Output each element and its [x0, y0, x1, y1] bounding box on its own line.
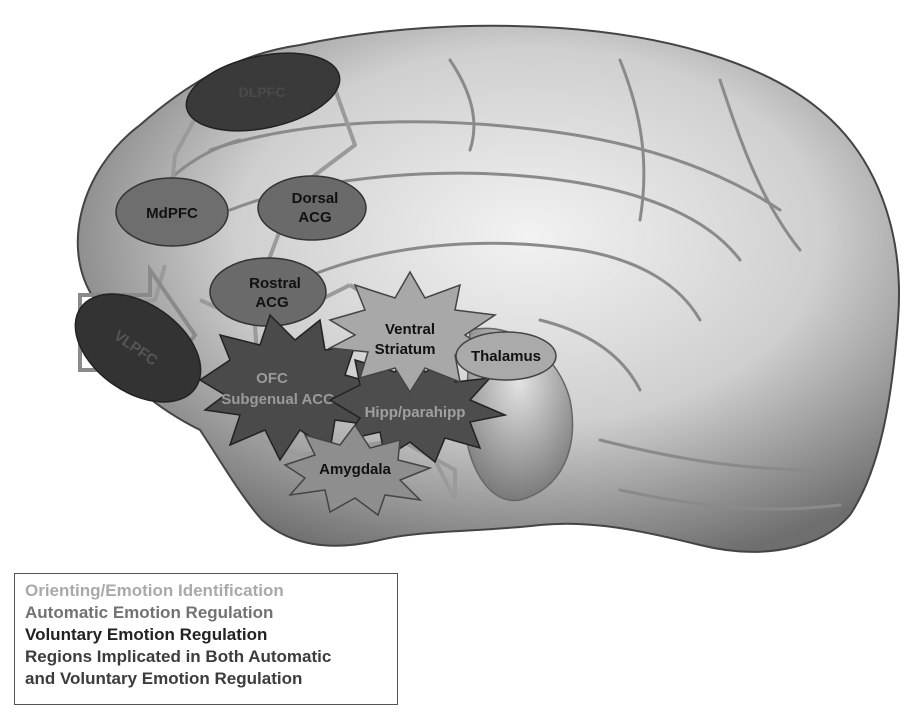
label-subgenual-acg: Subgenual ACG — [221, 391, 335, 408]
label-rostral-acg-2: ACG — [255, 294, 288, 311]
region-vlpfc — [74, 293, 202, 403]
label-dorsal-acg-1: Dorsal — [292, 190, 339, 207]
label-ventral-striatum-1: Ventral — [385, 321, 435, 338]
region-dlpfc — [185, 52, 341, 132]
legend-voluntary: Voluntary Emotion Regulation — [25, 625, 268, 644]
region-rostral-acg — [209, 257, 327, 327]
label-ventral-striatum-2: Striatum — [375, 341, 436, 358]
region-mdpfc — [115, 177, 229, 247]
legend: Orienting/Emotion Identification Automat… — [14, 573, 398, 705]
label-rostral-acg-1: Rostral — [249, 275, 301, 292]
gyri-folds — [148, 58, 842, 511]
region-thalamus — [455, 331, 557, 381]
label-dlpfc: DLPFC — [239, 84, 286, 100]
label-hipp: Hipp/parahipp — [365, 404, 466, 421]
legend-both-1: Regions Implicated in Both Automatic — [25, 647, 332, 666]
region-dorsal-acg — [257, 175, 367, 241]
label-ofc: OFC — [256, 370, 288, 387]
legend-automatic: Automatic Emotion Regulation — [25, 603, 274, 622]
region-amygdala — [283, 423, 433, 517]
label-dorsal-acg-2: ACG — [298, 209, 331, 226]
label-thalamus: Thalamus — [471, 348, 541, 365]
legend-orienting: Orienting/Emotion Identification — [25, 581, 284, 600]
label-mdpfc: MdPFC — [146, 205, 198, 222]
label-amygdala: Amygdala — [319, 461, 391, 478]
legend-both-2: and Voluntary Emotion Regulation — [25, 669, 303, 688]
